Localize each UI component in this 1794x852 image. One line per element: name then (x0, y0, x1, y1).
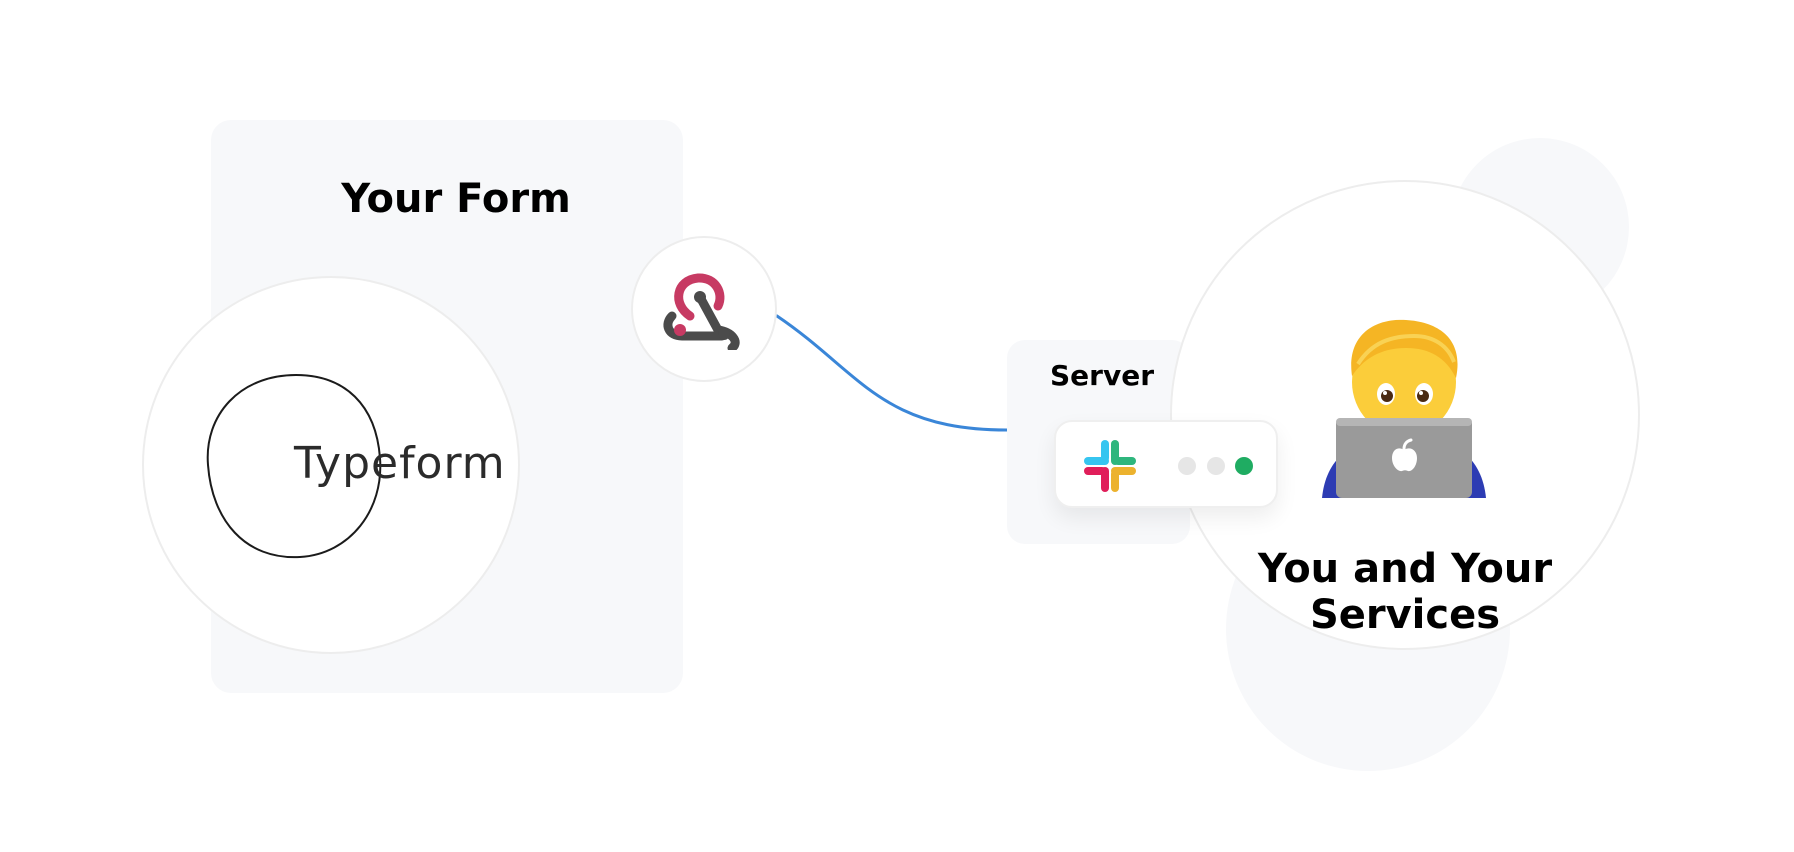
form-title: Your Form (341, 176, 571, 222)
typeform-brand: Typeform (294, 438, 506, 489)
server-label: Server (1050, 359, 1155, 392)
status-dot (1235, 457, 1253, 475)
user-label: You and Your Services (1257, 546, 1553, 638)
status-dot (1178, 457, 1196, 475)
typeform-logo-blob-icon (206, 373, 382, 559)
typeform-circle (142, 276, 520, 654)
webhook-icon (663, 273, 740, 350)
slack-icon (1084, 440, 1136, 492)
technologist-emoji-icon (1322, 319, 1486, 498)
webhook-node[interactable] (631, 236, 777, 382)
status-dot (1207, 457, 1225, 475)
